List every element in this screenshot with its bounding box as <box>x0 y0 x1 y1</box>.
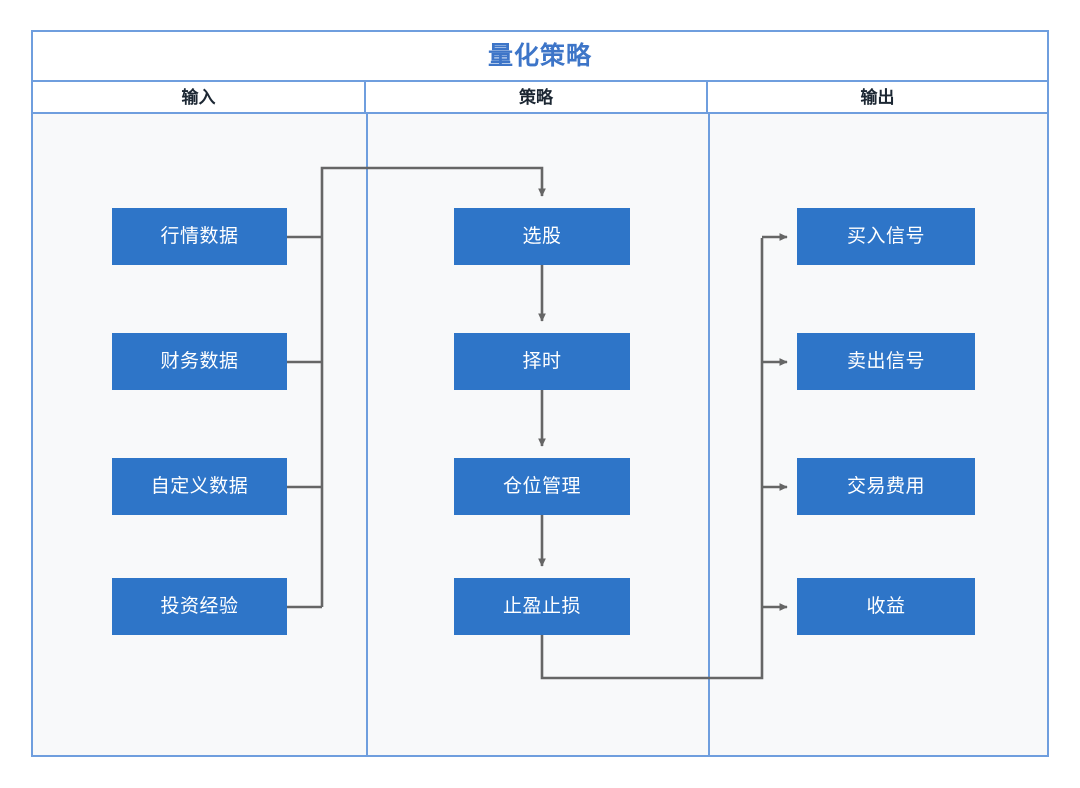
column-header-strategy: 策略 <box>366 82 708 112</box>
column-header-input: 输入 <box>33 82 366 112</box>
column-divider-input-strategy <box>366 114 368 755</box>
node-stop-profit-stop-loss[interactable]: 止盈止损 <box>454 578 630 635</box>
node-label: 收益 <box>866 596 906 617</box>
node-buy-signal[interactable]: 买入信号 <box>797 208 975 265</box>
node-label: 止盈止损 <box>502 596 581 617</box>
node-label: 财务数据 <box>160 351 239 372</box>
node-custom-data[interactable]: 自定义数据 <box>112 458 287 515</box>
column-header-output: 输出 <box>860 87 895 107</box>
column-divider-strategy-output <box>708 114 710 755</box>
diagram-frame: 量化策略 输入 策略 输出 <box>31 30 1049 757</box>
node-label: 择时 <box>522 351 562 372</box>
diagram-title-row: 量化策略 <box>33 32 1047 82</box>
column-header-row: 输入 策略 输出 <box>33 82 1047 114</box>
node-investment-experience[interactable]: 投资经验 <box>112 578 287 635</box>
node-financial-data[interactable]: 财务数据 <box>112 333 287 390</box>
node-transaction-fee[interactable]: 交易费用 <box>797 458 975 515</box>
node-position-management[interactable]: 仓位管理 <box>454 458 630 515</box>
node-stock-selection[interactable]: 选股 <box>454 208 630 265</box>
node-label: 行情数据 <box>160 226 239 247</box>
node-label: 自定义数据 <box>150 476 249 497</box>
node-label: 卖出信号 <box>846 351 925 372</box>
node-market-data[interactable]: 行情数据 <box>112 208 287 265</box>
node-sell-signal[interactable]: 卖出信号 <box>797 333 975 390</box>
node-label: 买入信号 <box>846 226 925 247</box>
node-profit[interactable]: 收益 <box>797 578 975 635</box>
node-label: 仓位管理 <box>502 476 581 497</box>
node-timing[interactable]: 择时 <box>454 333 630 390</box>
node-label: 投资经验 <box>160 596 239 617</box>
page-title: 量化策略 <box>487 41 592 70</box>
node-label: 选股 <box>522 226 562 247</box>
node-label: 交易费用 <box>846 476 925 497</box>
